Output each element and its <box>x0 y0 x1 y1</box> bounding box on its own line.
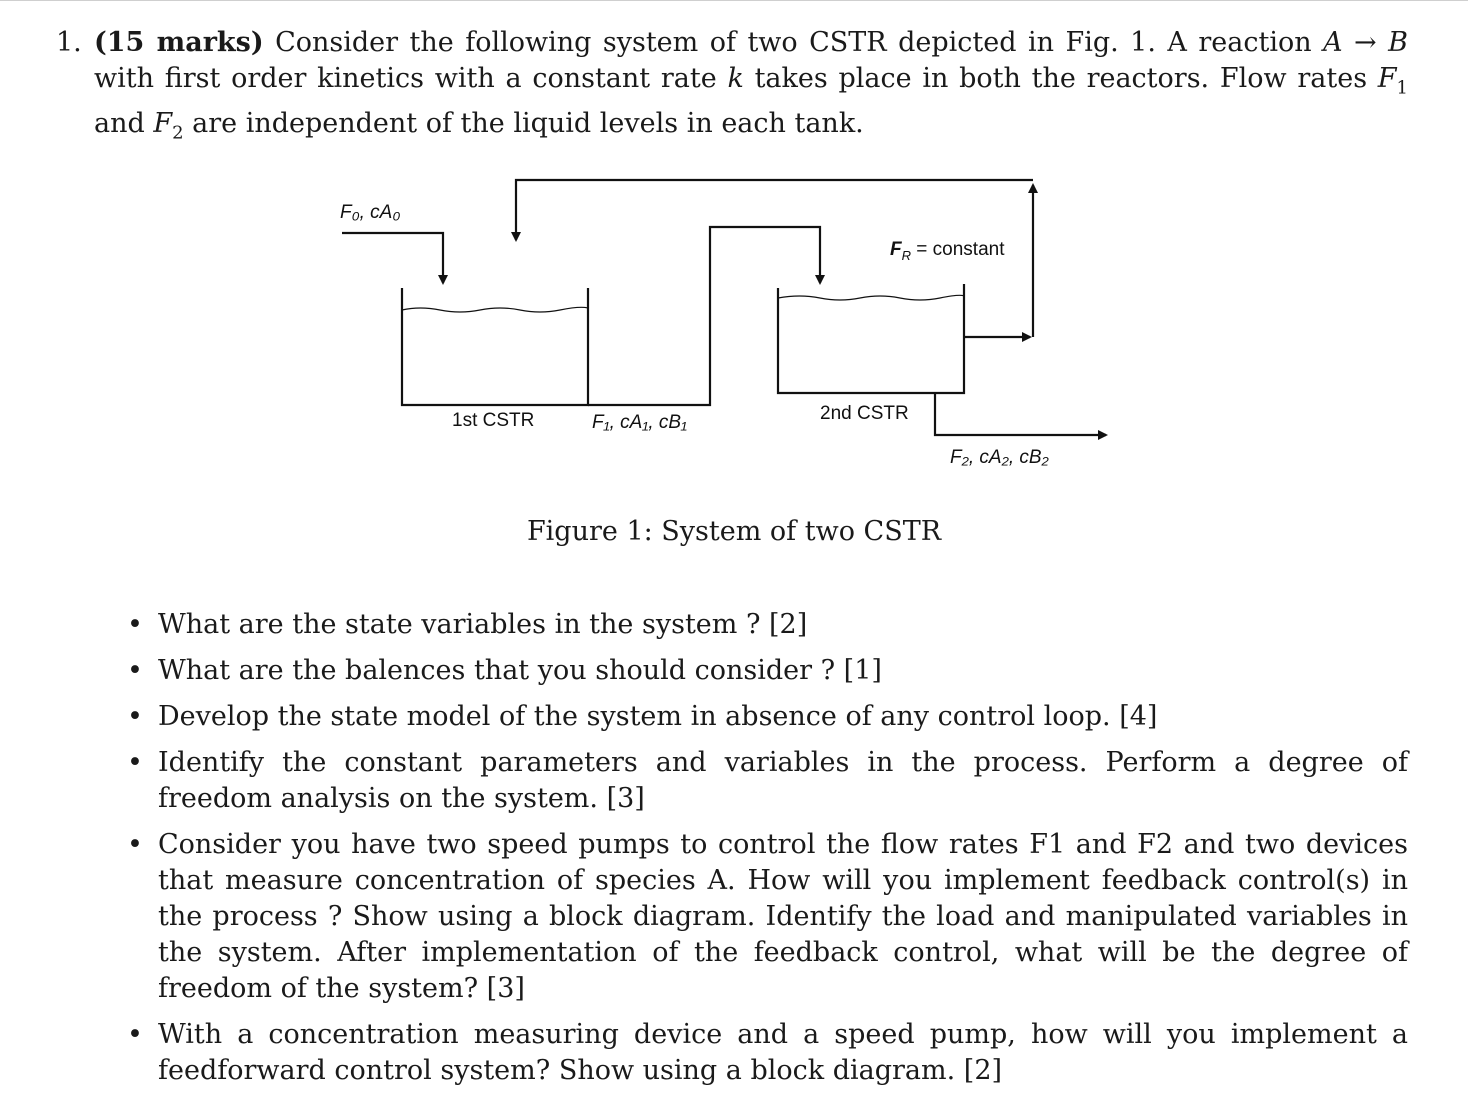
cstr-figure: F₀, cA₀ FR = constant 1st CSTR 2nd CSTR … <box>330 170 1130 490</box>
flow-f2-sub: 2 <box>172 122 184 144</box>
statement-text: takes place in both the reactors. Flow r… <box>743 63 1378 94</box>
feed-line-arrow <box>342 231 448 285</box>
recycle-subscript: R <box>902 248 911 263</box>
page-top-rule <box>0 0 1468 1</box>
tank2-liquid-level <box>777 294 965 301</box>
feed-label: F₀, cA₀ <box>340 202 400 223</box>
task-text: Identify the constant parameters and var… <box>158 747 1408 814</box>
list-item: • Develop the state model of the system i… <box>125 699 1408 735</box>
statement-text: Consider the following system of two CST… <box>263 27 1324 58</box>
bullet: • <box>127 701 143 732</box>
bullet: • <box>127 609 143 640</box>
question-statement: (15 marks) Consider the following system… <box>94 25 1408 152</box>
question-number: 1. <box>56 27 82 58</box>
statement-text: and <box>94 108 154 140</box>
recycle-symbol: F <box>890 239 903 260</box>
task-text: With a concentration measuring device an… <box>158 1019 1408 1086</box>
question-1: 1. (15 marks) Consider the following sys… <box>56 25 1408 152</box>
list-item: • What are the state variables in the sys… <box>125 607 1408 643</box>
bullet: • <box>127 829 143 860</box>
statement-text: are independent of the liquid levels in … <box>183 108 864 140</box>
cstr-diagram: F₀, cA₀ FR = constant 1st CSTR 2nd CSTR … <box>340 178 1108 468</box>
task-text: What are the balences that you should co… <box>158 655 882 686</box>
tank1-liquid-level <box>401 306 589 313</box>
rate-constant: k <box>727 63 744 94</box>
flow-f2: F <box>153 108 173 140</box>
list-item: • With a concentration measuring device a… <box>125 1017 1408 1089</box>
bullet: • <box>127 747 143 778</box>
list-item: • Consider you have two speed pumps to co… <box>125 827 1408 1007</box>
species-b: B <box>1388 27 1408 58</box>
recycle-label: FR = constant <box>890 239 1005 263</box>
task-text: Consider you have two speed pumps to con… <box>158 829 1408 1004</box>
transfer-line-arrow <box>588 225 825 407</box>
product-outlet-arrow <box>933 393 1108 440</box>
list-item: • What are the balences that you should c… <box>125 653 1408 689</box>
task-text: What are the state variables in the syst… <box>158 609 808 640</box>
bullet: • <box>127 1019 143 1050</box>
tank2-label: 2nd CSTR <box>820 403 909 424</box>
tank2-outline <box>776 284 966 395</box>
recycle-return-arrow <box>511 178 1033 242</box>
bullet: • <box>127 655 143 686</box>
statement-text: with first order kinetics with a constan… <box>94 63 728 94</box>
question-marks: (15 marks) <box>94 27 264 58</box>
figure-caption: Figure 1: System of two CSTR <box>526 516 942 547</box>
flow-f1: F <box>1377 63 1397 94</box>
flow-f1-sub: 1 <box>1396 77 1408 99</box>
reaction-arrow: → <box>1342 27 1389 58</box>
tank1-outline <box>400 288 590 407</box>
species-a: A <box>1323 27 1343 58</box>
stream1-label: F₁, cA₁, cB₁ <box>592 412 687 433</box>
list-item: • Identify the constant parameters and va… <box>125 745 1408 817</box>
task-list: • What are the state variables in the sys… <box>125 607 1408 1099</box>
stream2-label: F₂, cA₂, cB₂ <box>950 447 1050 468</box>
task-text: Develop the state model of the system in… <box>158 701 1158 732</box>
recycle-value: = constant <box>911 239 1005 260</box>
tank1-label: 1st CSTR <box>452 410 534 431</box>
